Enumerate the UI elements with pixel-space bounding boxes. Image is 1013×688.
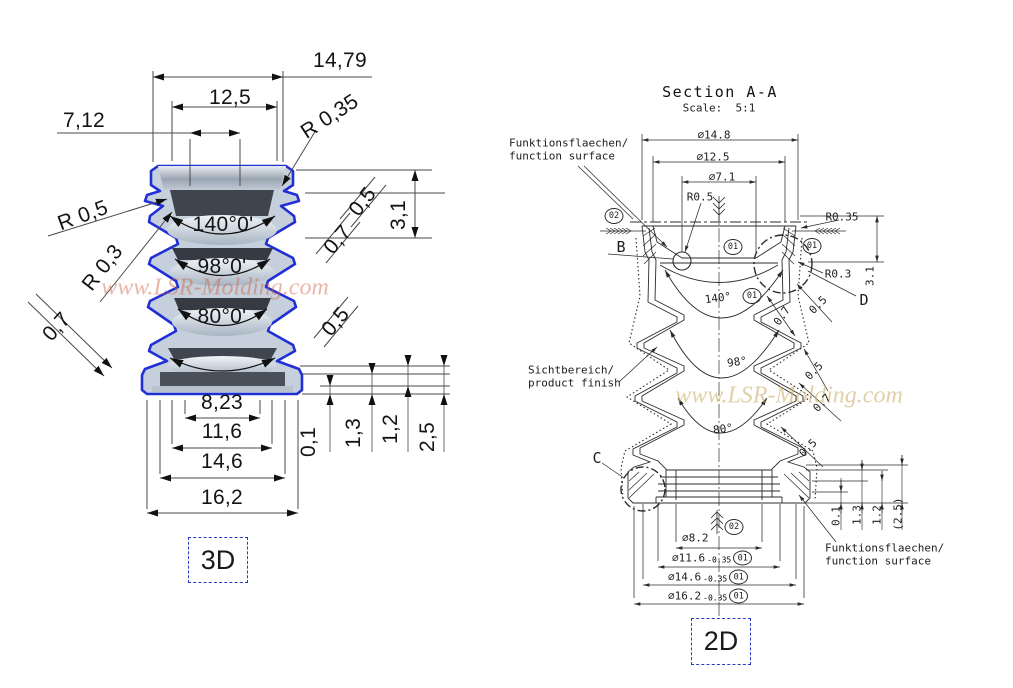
- angle-3d-140: 140°0': [192, 213, 254, 236]
- balloon-01-dia11-6: 01: [733, 550, 753, 566]
- balloon-01-top-right: 01: [802, 238, 822, 254]
- dim-2d-r0-35: R0.35: [825, 210, 859, 224]
- dim-2d-r0-5: R0.5: [686, 190, 714, 204]
- dim-2d-dia16-2-tol: -0.35: [703, 593, 728, 603]
- dim-2d-dia12-5: ⌀12.5: [696, 150, 730, 164]
- balloon-01-dia14-6: 01: [729, 569, 749, 585]
- angle-2d-98: 98°: [726, 354, 748, 370]
- dim-2d-dia16-2-row: ⌀16.2 -0.35 01: [668, 588, 749, 604]
- section-title: Section A-A: [662, 83, 778, 101]
- dim-3d-11-6: 11,6: [201, 420, 243, 443]
- dim-3d-0-1: 0,1: [297, 426, 320, 458]
- angle-3d-98: 98°0': [197, 255, 247, 278]
- dim-3d-1-3: 1,3: [342, 417, 365, 449]
- tag-3d-box: 3D: [188, 537, 248, 583]
- dim-3d-12-5: 12,5: [208, 86, 252, 109]
- view-3d-dimensions: [27, 71, 450, 517]
- dim-3d-2-5: 2,5: [416, 421, 439, 453]
- balloon-01-angle140: 01: [742, 288, 762, 304]
- note-sichtbereich-1: Sichtbereich/: [528, 363, 615, 377]
- dim-2d-dia16-2: ⌀16.2: [668, 589, 702, 603]
- detail-label-d: D: [859, 291, 869, 309]
- dim-2d-dia11-6: ⌀11.6: [672, 551, 706, 565]
- dim-2d-3-1: 3.1: [863, 266, 877, 286]
- note-function-surface-top-1: Funktionsflaechen/: [509, 136, 629, 150]
- dim-2d-dia14-8: ⌀14.8: [697, 128, 731, 142]
- dim-2d-dia8-2: ⌀8.2: [682, 531, 709, 545]
- angle-2d-80: 80°: [712, 421, 734, 437]
- detail-label-b: B: [616, 238, 626, 256]
- dim-2d-dia11-6-tol: -0.35: [707, 555, 732, 565]
- dim-3d-16-2: 16,2: [200, 486, 244, 509]
- note-sichtbereich-2: product finish: [528, 376, 621, 390]
- balloon-01-dia16-2: 01: [729, 588, 749, 604]
- balloon-02-left: 02: [604, 208, 624, 224]
- angle-3d-80: 80°0': [197, 305, 247, 328]
- view-3d-part: [140, 164, 304, 396]
- tag-2d-box: 2D: [691, 618, 751, 665]
- dim-3d-3-1: 3,1: [387, 199, 410, 231]
- dim-2d-dia14-6: ⌀14.6: [668, 570, 702, 584]
- dim-3d-14-79: 14,79: [312, 49, 368, 72]
- dim-2d-0-1: 0.1: [829, 506, 843, 526]
- dim-3d-1-2: 1,2: [379, 413, 402, 445]
- dim-2d-1-3: 1.3: [850, 505, 864, 525]
- view-2d-dimensions: [577, 134, 908, 606]
- dim-2d-1-2: 1.2: [870, 505, 884, 525]
- note-function-surface-bottom-2: function surface: [825, 554, 931, 568]
- dim-2d-2-5: (2.5): [891, 497, 905, 531]
- note-function-surface-top-2: function surface: [509, 149, 615, 163]
- dim-3d-14-6: 14,6: [200, 450, 244, 473]
- dim-2d-dia11-6-row: ⌀11.6 -0.35 01: [672, 550, 753, 566]
- balloon-01-top-center: 01: [723, 239, 743, 255]
- detail-label-c: C: [592, 449, 602, 467]
- dim-2d-dia7-1: ⌀7.1: [708, 170, 736, 184]
- dim-2d-dia14-6-row: ⌀14.6 -0.35 01: [668, 569, 749, 585]
- dim-3d-8-23: 8,23: [200, 391, 244, 414]
- dim-2d-r0-3: R0.3: [824, 267, 852, 281]
- dim-2d-dia14-6-tol: -0.35: [703, 574, 728, 584]
- note-function-surface-bottom-1: Funktionsflaechen/: [825, 541, 945, 555]
- balloon-02-bottom: 02: [724, 519, 744, 535]
- dim-3d-7-12: 7,12: [62, 109, 106, 132]
- section-scale: Scale: 5:1: [682, 101, 756, 115]
